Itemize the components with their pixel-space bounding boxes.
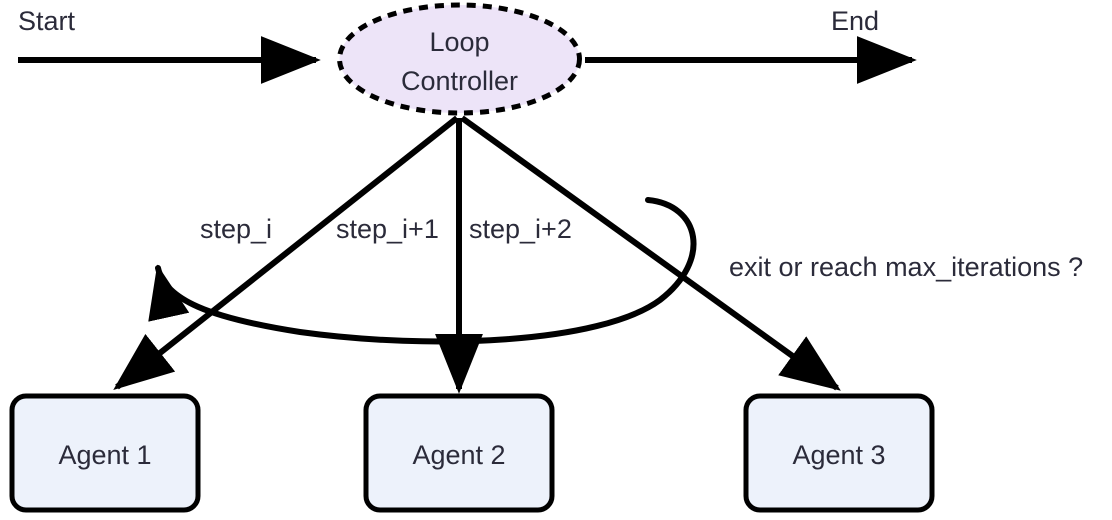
agent-2-label: Agent 2: [412, 440, 505, 470]
agent-2-node[interactable]: [363, 393, 555, 513]
start-label: Start: [18, 6, 76, 36]
loop-controller-label-line2: Controller: [401, 66, 518, 96]
edge-label-step-i-plus-2: step_i+2: [469, 214, 572, 244]
edge-label-step-i-plus-1: step_i+1: [336, 214, 439, 244]
loop-controller-label-line1: Loop: [429, 27, 489, 57]
agent-1-label: Agent 1: [58, 440, 151, 470]
loop-controller-node[interactable]: [337, 2, 582, 116]
agent-3-node[interactable]: [743, 393, 935, 513]
edge-controller-to-agent-1: [113, 115, 459, 390]
feedback-loop-curve: [148, 197, 697, 345]
feedback-condition-label: exit or reach max_iterations ?: [729, 252, 1083, 282]
agent-1-node[interactable]: [9, 393, 201, 513]
agent-3-label: Agent 3: [792, 440, 885, 470]
end-label: End: [831, 6, 879, 36]
edge-controller-to-agent-3: [460, 115, 841, 391]
edge-label-step-i: step_i: [200, 214, 272, 244]
